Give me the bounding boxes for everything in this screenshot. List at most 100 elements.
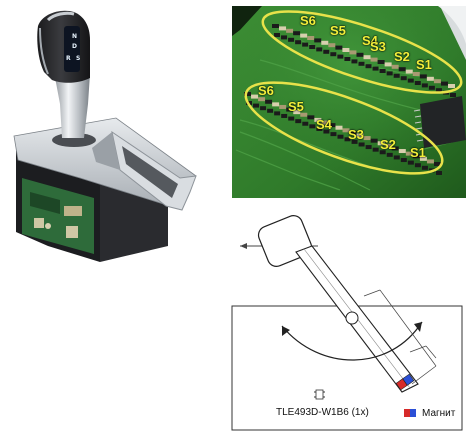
smd-component [335, 125, 343, 130]
smd-component [419, 156, 427, 161]
smd-component [293, 110, 301, 115]
upper-sensor-group-outline [261, 10, 463, 94]
smd-component [379, 69, 386, 73]
smd-component [281, 35, 288, 40]
shifter-knob [37, 10, 90, 83]
smd-component [405, 69, 413, 74]
smd-component [337, 54, 344, 59]
lower-sensor-label-s3: S3 [348, 127, 364, 142]
smd-component [421, 165, 428, 170]
smd-component [372, 147, 379, 152]
gear-letter: R [66, 55, 71, 62]
upper-sensor-label-s3: S3 [370, 39, 386, 54]
shifter-stem [54, 72, 90, 138]
smd-component [365, 145, 372, 150]
smd-component [419, 74, 427, 79]
smd-component [414, 163, 421, 168]
smd-component [435, 88, 442, 93]
smd-component [314, 38, 322, 43]
smd-component [288, 116, 295, 121]
smd-component [316, 47, 323, 52]
smd-component [351, 59, 358, 64]
smd-component [272, 24, 279, 28]
magnet-legend-icon [404, 409, 416, 417]
pcb-lower-components [244, 92, 442, 175]
smd-component [351, 139, 358, 144]
smd-component [302, 121, 309, 126]
smd-component [323, 49, 330, 54]
upper-sensor-label-s5: S5 [330, 23, 346, 38]
shifter-photo [13, 10, 197, 262]
smd-component [391, 146, 399, 151]
smd-component [405, 151, 413, 156]
smd-component [253, 103, 260, 108]
lower-sensor-label-s4: S4 [316, 117, 332, 132]
smd-component [342, 48, 350, 52]
smd-component [349, 130, 357, 135]
smd-component [450, 93, 456, 97]
smd-component [272, 102, 280, 107]
smd-component [300, 33, 308, 38]
smd-component [321, 120, 329, 125]
smd-component [386, 152, 393, 157]
smd-component [328, 123, 336, 128]
smd-component [295, 119, 302, 124]
smd-component [288, 37, 295, 42]
smd-component [377, 141, 385, 146]
gear-indicator-strip [64, 26, 80, 72]
smd-component [412, 72, 420, 76]
gear-letter: D [72, 43, 77, 50]
smd-component [391, 64, 399, 69]
magnet-legend-label: Магнит [422, 408, 456, 419]
sensor-chip-icon [314, 389, 325, 400]
smd-component [330, 132, 337, 137]
smd-component [365, 64, 372, 69]
smd-component [342, 128, 350, 133]
smd-component [379, 150, 386, 155]
smd-component [412, 154, 420, 159]
smd-component [314, 117, 322, 122]
smd-component [356, 52, 364, 57]
smd-component [358, 61, 365, 66]
smd-component [448, 84, 455, 88]
lower-sensor-label-s2: S2 [380, 137, 396, 152]
smd-component [436, 171, 442, 175]
smd-component [323, 129, 330, 134]
smd-component [393, 155, 400, 160]
smd-component [370, 138, 378, 143]
smd-component [358, 142, 365, 147]
gear-letter: S [76, 55, 81, 62]
smd-component [316, 126, 323, 131]
smd-component [281, 113, 288, 118]
pcb-upper-components [272, 24, 456, 97]
pcb-photo [232, 6, 466, 198]
smd-component [363, 136, 371, 141]
smd-component [258, 97, 266, 102]
smd-component [244, 92, 251, 96]
smd-component [300, 112, 308, 117]
smd-component [398, 149, 406, 154]
smd-component [426, 76, 434, 81]
smd-component [265, 99, 273, 104]
pcb-ic-chip [413, 96, 466, 148]
smd-component [433, 79, 441, 84]
upper-sensor-label-s1: S1 [416, 57, 432, 72]
lever-magnet [395, 373, 415, 391]
smd-component [293, 31, 301, 36]
smd-component [400, 158, 407, 163]
smd-component [377, 60, 385, 64]
smd-component [274, 33, 280, 37]
lower-sensor-label-s5: S5 [288, 99, 304, 114]
upper-sensor-label-s6: S6 [300, 13, 316, 28]
smd-component [349, 50, 357, 55]
lever-pivot [345, 311, 359, 325]
smd-component [286, 107, 294, 112]
smd-component [328, 43, 336, 48]
smd-component [309, 45, 316, 49]
smd-component [251, 94, 259, 99]
smd-component [279, 104, 287, 109]
smd-component [370, 57, 378, 62]
smd-component [344, 57, 351, 61]
sensor-label: TLE493D-W1B6 (1x) [276, 407, 369, 418]
